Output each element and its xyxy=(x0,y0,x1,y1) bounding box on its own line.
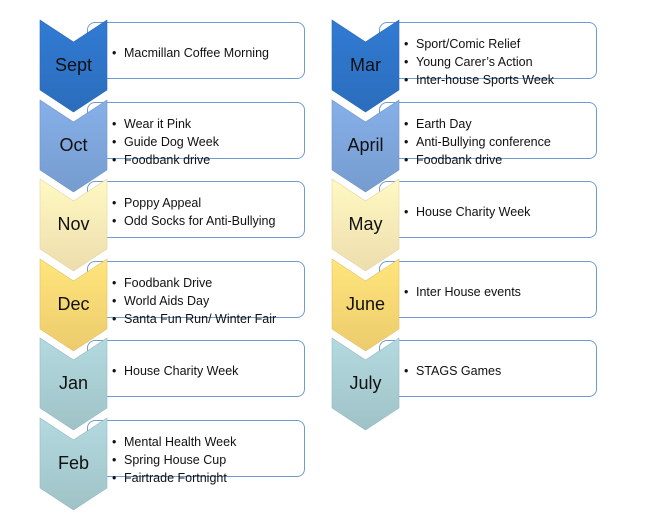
event-list: Mental Health WeekSpring House CupFairtr… xyxy=(112,433,300,487)
event-item: Anti-Bullying conference xyxy=(404,133,592,151)
event-item: Foodbank Drive xyxy=(112,274,300,292)
month-events-box: Mental Health WeekSpring House CupFairtr… xyxy=(87,419,305,487)
month-row-mar: Sport/Comic ReliefYoung Carer’s ActionIn… xyxy=(331,19,602,113)
event-item: Earth Day xyxy=(404,115,592,133)
event-list: Inter House events xyxy=(404,283,592,301)
event-list: Sport/Comic ReliefYoung Carer’s ActionIn… xyxy=(404,35,592,89)
event-item: Wear it Pink xyxy=(112,115,300,133)
month-chevron xyxy=(331,19,400,113)
event-item: Santa Fun Run/ Winter Fair xyxy=(112,310,300,328)
month-chevron xyxy=(331,178,400,272)
month-chevron xyxy=(331,98,400,192)
event-item: Odd Socks for Anti-Bullying xyxy=(112,212,300,230)
event-list: Earth DayAnti-Bullying conferenceFoodban… xyxy=(404,115,592,169)
event-list: STAGS Games xyxy=(404,362,592,380)
month-chevron xyxy=(39,19,108,113)
event-item: Young Carer’s Action xyxy=(404,53,592,71)
month-row-dec: Foodbank DriveWorld Aids DaySanta Fun Ru… xyxy=(39,257,310,351)
event-list: House Charity Week xyxy=(112,362,300,380)
event-item: House Charity Week xyxy=(112,362,300,380)
month-row-feb: Mental Health WeekSpring House CupFairtr… xyxy=(39,416,310,510)
month-events-box: Wear it PinkGuide Dog WeekFoodbank drive xyxy=(87,101,305,169)
month-chevron xyxy=(39,98,108,192)
event-list: House Charity Week xyxy=(404,203,592,221)
event-item: Foodbank drive xyxy=(112,151,300,169)
month-events-box: Macmillan Coffee Morning xyxy=(87,22,305,79)
month-chevron xyxy=(39,337,108,431)
event-item: Inter House events xyxy=(404,283,592,301)
event-list: Foodbank DriveWorld Aids DaySanta Fun Ru… xyxy=(112,274,300,328)
event-item: Guide Dog Week xyxy=(112,133,300,151)
month-events-box: STAGS Games xyxy=(379,340,597,397)
event-item: Sport/Comic Relief xyxy=(404,35,592,53)
month-events-box: Poppy AppealOdd Socks for Anti-Bullying xyxy=(87,181,305,238)
month-events-box: House Charity Week xyxy=(87,340,305,397)
event-item: Inter-house Sports Week xyxy=(404,71,592,89)
event-item: Spring House Cup xyxy=(112,451,300,469)
month-events-box: Inter House events xyxy=(379,260,597,318)
month-events-box: Sport/Comic ReliefYoung Carer’s ActionIn… xyxy=(379,22,597,89)
month-row-april: Earth DayAnti-Bullying conferenceFoodban… xyxy=(331,98,602,192)
event-item: STAGS Games xyxy=(404,362,592,380)
event-list: Wear it PinkGuide Dog WeekFoodbank drive xyxy=(112,115,300,169)
event-list: Macmillan Coffee Morning xyxy=(112,44,300,62)
event-item: House Charity Week xyxy=(404,203,592,221)
event-item: Foodbank drive xyxy=(404,151,592,169)
event-item: World Aids Day xyxy=(112,292,300,310)
month-chevron xyxy=(331,337,400,431)
month-events-box: Foodbank DriveWorld Aids DaySanta Fun Ru… xyxy=(87,260,305,328)
event-list: Poppy AppealOdd Socks for Anti-Bullying xyxy=(112,194,300,230)
month-row-oct: Wear it PinkGuide Dog WeekFoodbank drive… xyxy=(39,98,310,192)
event-item: Fairtrade Fortnight xyxy=(112,469,300,487)
month-chevron xyxy=(331,257,400,351)
event-item: Poppy Appeal xyxy=(112,194,300,212)
month-chevron xyxy=(39,416,108,510)
month-row-nov: Poppy AppealOdd Socks for Anti-BullyingN… xyxy=(39,178,310,272)
event-item: Macmillan Coffee Morning xyxy=(112,44,300,62)
month-chevron xyxy=(39,178,108,272)
month-chevron xyxy=(39,257,108,351)
event-item: Mental Health Week xyxy=(112,433,300,451)
month-events-box: Earth DayAnti-Bullying conferenceFoodban… xyxy=(379,101,597,169)
month-events-box: House Charity Week xyxy=(379,181,597,238)
